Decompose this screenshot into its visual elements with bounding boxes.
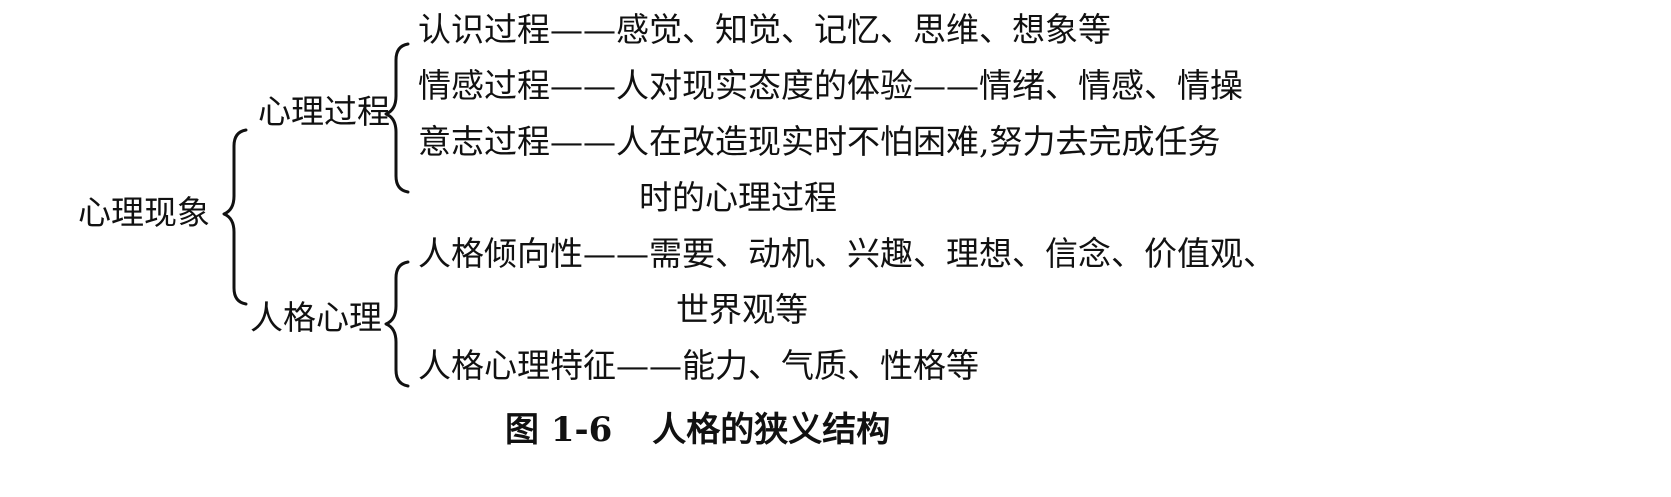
leaf-name: 认识过程	[418, 10, 550, 49]
leaf-name: 人格倾向性	[418, 234, 583, 273]
leaf-desc: 能力、气质、性格等	[682, 346, 979, 385]
leaf-name: 意志过程	[418, 122, 550, 161]
leaf-row: 人格倾向性——需要、动机、兴趣、理想、信念、价值观、	[418, 234, 1276, 274]
leaf-desc: 人对现实态度的体验——情绪、情感、情操	[616, 66, 1243, 105]
figure-number: 图 1-6	[505, 410, 613, 450]
leaf-sep: ——	[550, 122, 616, 161]
leaf-row: 意志过程——人在改造现实时不怕困难,努力去完成任务	[418, 122, 1221, 162]
leaf-name: 情感过程	[418, 66, 550, 105]
leaf-sep: ——	[583, 234, 649, 273]
leaf-row: 情感过程——人对现实态度的体验——情绪、情感、情操	[418, 66, 1243, 106]
leaf-row: 人格心理特征——能力、气质、性格等	[418, 346, 979, 386]
leaf-row: 认识过程——感觉、知觉、记忆、思维、想象等	[418, 10, 1111, 50]
figure-caption: 图 1-6 人格的狭义结构	[505, 410, 890, 450]
leaf-desc: 需要、动机、兴趣、理想、信念、价值观、	[649, 234, 1276, 273]
leaf-desc: 感觉、知觉、记忆、思维、想象等	[616, 10, 1111, 49]
root-node: 心理现象	[78, 193, 210, 232]
branch-node-personality: 人格心理	[250, 298, 382, 337]
leaf-desc: 人在改造现实时不怕困难,努力去完成任务	[616, 122, 1221, 161]
leaf-desc-continuation: 世界观等	[676, 290, 808, 329]
brace-root	[222, 128, 248, 306]
leaf-sep: ——	[550, 66, 616, 105]
leaf-sep: ——	[550, 10, 616, 49]
brace-branch-1	[384, 42, 410, 194]
leaf-name: 人格心理特征	[418, 346, 616, 385]
leaf-desc-continuation: 时的心理过程	[639, 178, 837, 217]
branch-node-psych-process: 心理过程	[258, 92, 390, 131]
brace-branch-2	[384, 260, 410, 388]
leaf-sep: ——	[616, 346, 682, 385]
figure-title: 人格的狭义结构	[652, 410, 891, 450]
